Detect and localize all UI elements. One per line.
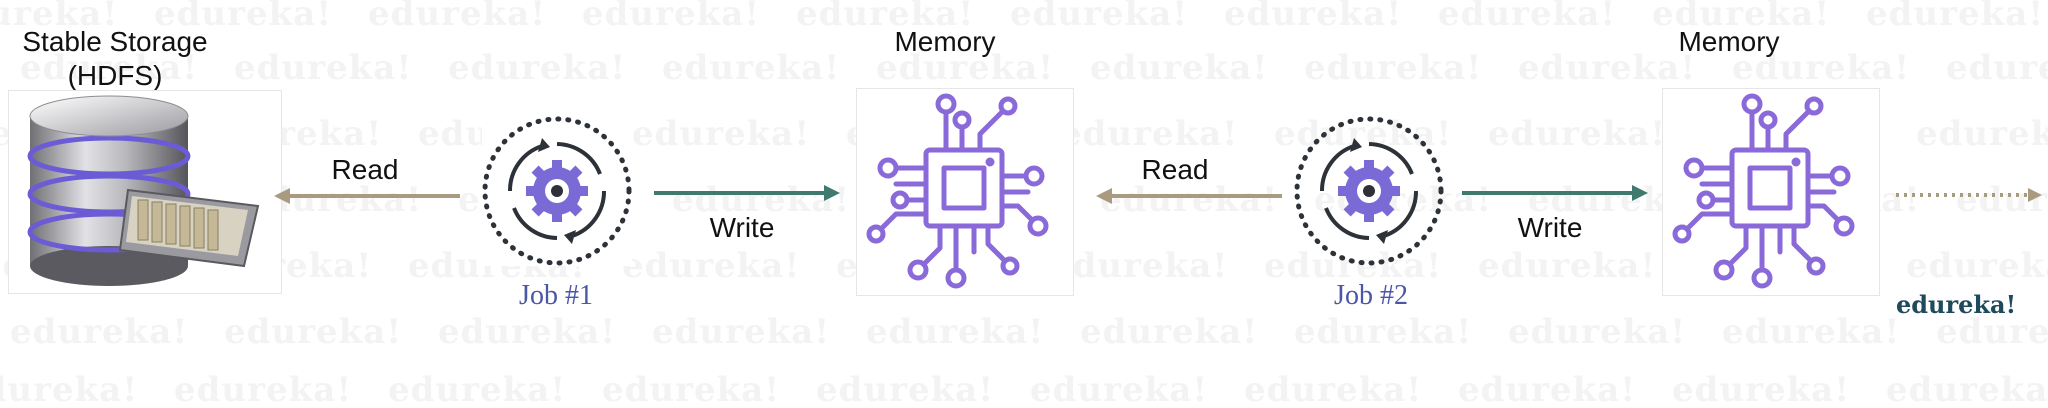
storage-title: Stable Storage (HDFS) xyxy=(10,26,220,92)
read-arrow-1 xyxy=(274,188,460,204)
memory2-box xyxy=(1662,88,1880,296)
read-arrow-label-1: Read xyxy=(331,154,399,185)
gear-cycle-icon xyxy=(482,116,632,266)
cpu-chip-icon xyxy=(866,93,1049,289)
write-arrow-label-2: Write xyxy=(1517,212,1583,243)
read-arrow-label-2: Read xyxy=(1141,154,1209,185)
memory1-title: Memory xyxy=(894,26,996,57)
hard-drive-stack-icon xyxy=(27,95,260,286)
memory2-title: Memory xyxy=(1678,26,1780,57)
dotted-arrow-icon xyxy=(1896,188,2042,202)
cpu-chip-icon xyxy=(1672,93,1855,289)
write-arrow-1 xyxy=(654,185,840,201)
job1-label: Job #1 xyxy=(519,280,593,311)
brand-logo: edureka! xyxy=(1896,290,2017,319)
memory1-box xyxy=(856,88,1074,296)
gear-cycle-icon xyxy=(1294,116,1444,266)
storage-title-line2: (HDFS) xyxy=(67,60,163,91)
read-arrow-2 xyxy=(1096,188,1282,204)
storage-title-line1: Stable Storage xyxy=(22,26,208,57)
job2-label: Job #2 xyxy=(1334,280,1408,311)
write-arrow-label-1: Write xyxy=(709,212,775,243)
write-arrow-2 xyxy=(1462,185,1648,201)
